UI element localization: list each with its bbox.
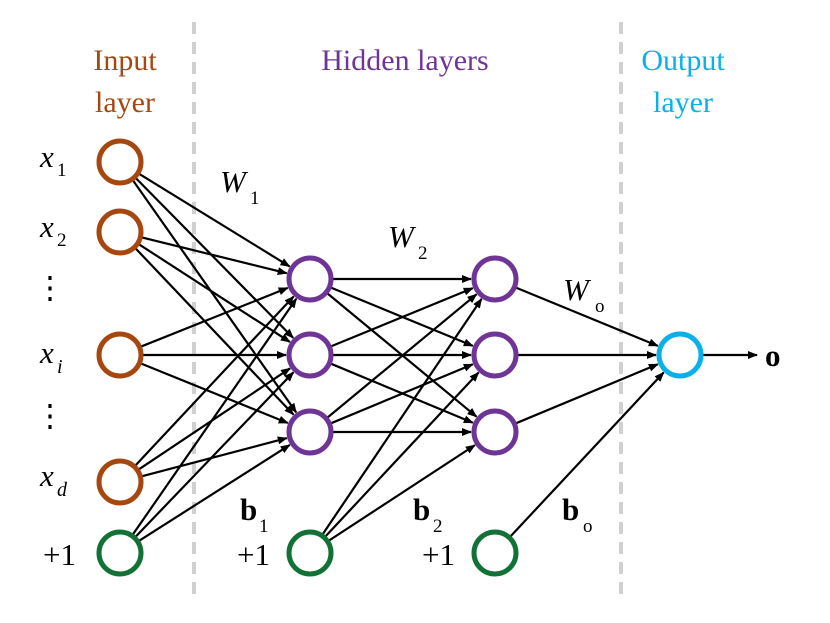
hidden2-node-1 xyxy=(471,331,519,379)
edge-h1-3-to-h2-0 xyxy=(320,298,483,537)
svg-text:i: i xyxy=(57,356,63,378)
weight-label-wo: W o xyxy=(563,272,605,317)
hidden-layers-title: Hidden layers xyxy=(321,44,488,77)
input-node-3 xyxy=(96,458,144,506)
input-label-x1: x 1 xyxy=(39,139,67,181)
svg-text:W: W xyxy=(563,272,592,307)
edge-input-1-to-h1-0 xyxy=(140,235,288,275)
edge-input-0-to-h1-2 xyxy=(131,178,298,414)
edge-input-1-to-h1-1 xyxy=(137,242,291,343)
edge-input-4-to-h1-1 xyxy=(133,371,295,539)
edge-input-2-to-h1-2 xyxy=(139,361,289,425)
input-node-0 xyxy=(96,138,144,186)
output-label: o xyxy=(765,338,781,373)
svg-text:2: 2 xyxy=(57,230,67,251)
svg-text:2: 2 xyxy=(418,243,428,264)
bias-weight-b2: b 2 xyxy=(413,492,443,537)
edge-h2-2-to-output xyxy=(513,363,659,425)
svg-text:1: 1 xyxy=(259,516,269,537)
input-label-xi: x i xyxy=(39,335,63,378)
edge-input-2-to-h1-0 xyxy=(139,286,289,349)
edge-h1-3-to-h2-2 xyxy=(326,444,476,543)
input-node-1 xyxy=(96,208,144,256)
edge-h1-1-to-h2-0 xyxy=(329,287,474,349)
output-layer-title-line2: layer xyxy=(653,86,713,119)
edge-input-0-to-h1-0 xyxy=(137,172,291,268)
nodes xyxy=(96,138,704,577)
svg-text:o: o xyxy=(583,516,593,537)
bias-label-hidden1: +1 xyxy=(237,537,270,572)
svg-text:b: b xyxy=(413,492,430,527)
ellipsis-lower: ⋮ xyxy=(35,398,66,433)
bias-label-hidden2: +1 xyxy=(422,537,455,572)
svg-text:2: 2 xyxy=(433,516,443,537)
edge-h2-3-to-output xyxy=(508,371,665,539)
bias-node-hidden2 xyxy=(471,529,519,577)
weight-label-w2: W 2 xyxy=(388,219,428,264)
svg-text:W: W xyxy=(388,219,417,254)
edge-input-3-to-h1-0 xyxy=(133,295,295,468)
bias-node-input xyxy=(96,529,144,577)
hidden1-node-0 xyxy=(286,255,334,303)
svg-text:W: W xyxy=(220,164,249,199)
svg-text:x: x xyxy=(39,139,54,174)
edge-input-3-to-h1-2 xyxy=(140,436,288,478)
bias-node-hidden1 xyxy=(286,529,334,577)
svg-text:1: 1 xyxy=(250,188,260,209)
svg-text:o: o xyxy=(595,296,605,317)
output-layer-title: Output xyxy=(641,44,725,77)
bias-label-input: +1 xyxy=(43,537,76,572)
edges xyxy=(131,172,758,543)
edge-input-4-to-h1-0 xyxy=(131,297,298,537)
input-label-x2: x 2 xyxy=(39,209,67,251)
hidden1-node-2 xyxy=(286,408,334,456)
svg-text:x: x xyxy=(39,209,54,244)
input-layer-title: Input xyxy=(93,44,157,77)
svg-text:b: b xyxy=(240,492,257,527)
output-node xyxy=(656,331,704,379)
edge-input-0-to-h1-1 xyxy=(133,176,294,339)
edge-input-1-to-h1-2 xyxy=(133,246,295,416)
ellipsis-upper: ⋮ xyxy=(35,270,66,305)
hidden1-node-1 xyxy=(286,331,334,379)
edge-h2-0-to-output xyxy=(514,285,659,347)
edge-h1-2-to-h2-1 xyxy=(328,363,474,425)
svg-text:1: 1 xyxy=(57,160,67,181)
hidden2-node-0 xyxy=(471,255,519,303)
weight-label-w1: W 1 xyxy=(220,164,260,209)
edge-h1-3-to-h2-1 xyxy=(323,371,480,539)
edge-input-4-to-h1-2 xyxy=(137,443,291,543)
edge-h1-2-to-h2-0 xyxy=(325,293,478,420)
svg-text:d: d xyxy=(57,479,68,501)
svg-text:b: b xyxy=(562,492,579,527)
input-layer-title-line2: layer xyxy=(95,86,155,119)
svg-text:x: x xyxy=(39,335,54,370)
input-node-2 xyxy=(96,331,144,379)
bias-weight-bo: b o xyxy=(562,492,593,537)
bias-weight-b1: b 1 xyxy=(240,492,269,537)
input-label-xd: x d xyxy=(39,458,68,501)
svg-text:x: x xyxy=(39,458,54,493)
hidden2-node-2 xyxy=(471,408,519,456)
